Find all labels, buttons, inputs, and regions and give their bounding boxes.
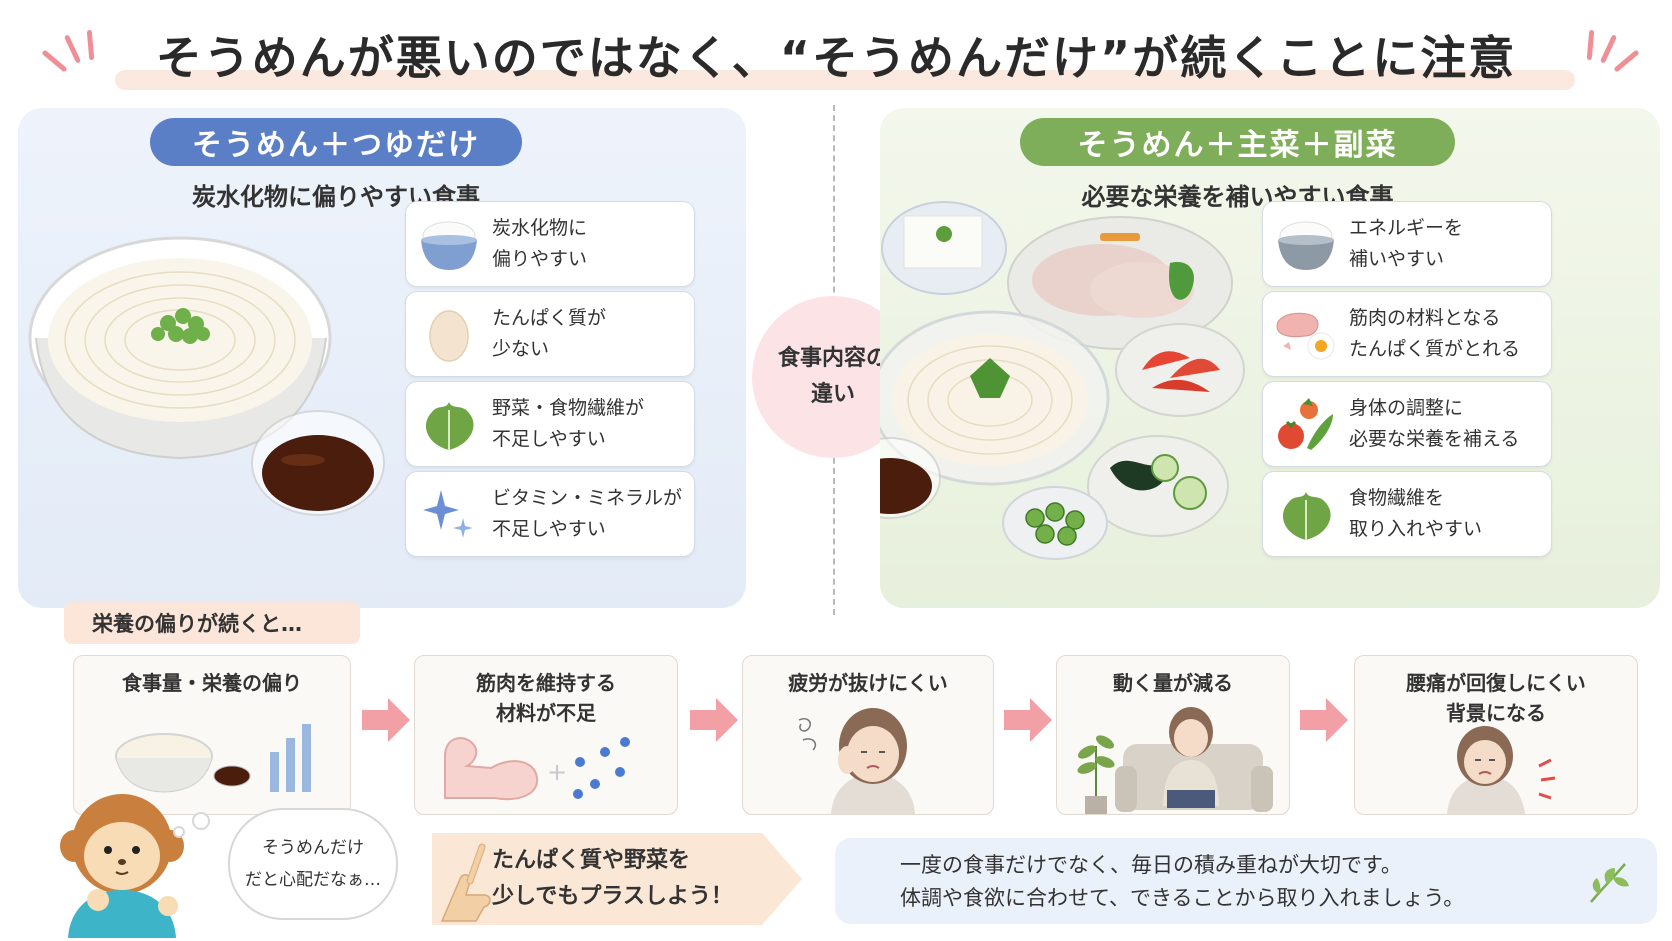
card-line: 不足しやすい (492, 428, 606, 450)
muscle-icon: + (444, 737, 630, 801)
note-line: 体調や食欲に合わせて、できることから取り入れましょう。 (900, 886, 1465, 910)
left-card-vitamins: ビタミン・ミネラルが不足しやすい (405, 471, 695, 557)
thought-bubble: そうめんだけ だと心配だなぁ… (228, 808, 398, 920)
back-pain-woman-icon (1447, 726, 1556, 814)
sparkle-icon (406, 471, 492, 557)
right-card-energy: エネルギーを補いやすい (1262, 201, 1552, 287)
card-line: 必要な栄養を補える (1349, 428, 1520, 450)
leafy-vegetable-icon (1263, 471, 1349, 557)
egg-icon (406, 291, 492, 377)
left-card-protein: たんぱく質が少ない (405, 291, 695, 377)
advice-banner: たんぱく質や野菜を 少しでもプラスしよう！ (432, 833, 802, 925)
flow-step-imbalance: 食事量・栄養の偏り (73, 655, 351, 815)
left-card-carbs: 炭水化物に偏りやすい (405, 201, 695, 287)
thought-dot (173, 826, 185, 838)
card-line: 偏りやすい (492, 248, 588, 270)
thought-dot (192, 812, 210, 830)
step-line: 疲労が抜けにくい (788, 671, 948, 695)
flow-step-muscle: 筋肉を維持する材料が不足 + (414, 655, 678, 815)
center-line: 違い (810, 382, 855, 407)
flow-step-less-activity: 動く量が減る (1056, 655, 1290, 815)
step-line: 腰痛が回復しにくい (1406, 671, 1586, 695)
vegetables-icon (1263, 381, 1349, 467)
card-line: 野菜・食物繊維が (492, 397, 645, 419)
tired-woman-icon (798, 708, 915, 814)
leafy-vegetable-icon (406, 381, 492, 467)
step-line: 材料が不足 (496, 701, 596, 725)
flow-arrow-icon (362, 698, 410, 742)
flow-step-back-pain: 腰痛が回復しにくい背景になる (1354, 655, 1638, 815)
card-line: 食物繊維を (1349, 487, 1445, 509)
card-line: 少ない (492, 338, 550, 360)
card-line: エネルギーを (1349, 217, 1464, 239)
advice-line: たんぱく質や野菜を (492, 848, 691, 873)
advice-banner-shape (432, 833, 802, 925)
balanced-meal-illustration (880, 201, 1245, 560)
right-card-protein: 筋肉の材料となるたんぱく質がとれる (1262, 291, 1552, 377)
left-card-vegetables: 野菜・食物繊維が不足しやすい (405, 381, 695, 467)
card-line: 不足しやすい (492, 518, 606, 540)
flow-step-fatigue: 疲労が抜けにくい (742, 655, 994, 815)
summary-note: 一度の食事だけでなく、毎日の積み重ねが大切です。 体調や食欲に合わせて、できるこ… (835, 838, 1657, 924)
step-line: 背景になる (1446, 701, 1546, 725)
bubble-line: だと心配だなぁ… (245, 870, 381, 890)
center-line: 食事内容の (777, 346, 888, 371)
bubble-line: そうめんだけ (262, 838, 364, 858)
card-line: 身体の調整に (1349, 397, 1464, 419)
page-title: そうめんが悪いのではなく、“そうめんだけ”が続くことに注意 (155, 31, 1517, 85)
flow-label: 栄養の偏りが続くと… (64, 602, 360, 644)
flow-arrow-icon (1004, 698, 1052, 742)
rice-bowl-icon (406, 201, 492, 287)
right-card-nutrients: 身体の調整に必要な栄養を補える (1262, 381, 1552, 467)
pointing-finger-icon (440, 843, 491, 922)
step-line: 動く量が減る (1113, 671, 1233, 695)
flow-arrow-icon (690, 698, 738, 742)
left-meal-pill: そうめん＋つゆだけ (150, 118, 522, 166)
right-meal-pill: そうめん＋主菜＋副菜 (1020, 118, 1455, 166)
step-line: 筋肉を維持する (476, 671, 616, 695)
card-line: たんぱく質が (492, 307, 607, 329)
advice-line: 少しでもプラスしよう！ (492, 884, 733, 909)
meat-egg-icon (1263, 291, 1349, 377)
right-card-fiber: 食物繊維を取り入れやすい (1262, 471, 1552, 557)
rice-bowl-icon (1263, 201, 1349, 287)
sitting-woman-icon (1077, 707, 1273, 814)
sprout-icon (1590, 863, 1629, 903)
title-highlight-band (115, 70, 1575, 90)
plain-somen-illustration (28, 236, 385, 516)
card-line: 補いやすい (1349, 248, 1445, 270)
noodle-bowl-bar-icon (115, 724, 311, 793)
card-line: 炭水化物に (492, 217, 588, 239)
card-line: ビタミン・ミネラルが (492, 487, 683, 509)
monkey-mascot (60, 794, 184, 938)
card-line: 筋肉の材料となる (1349, 307, 1501, 329)
card-line: 取り入れやすい (1349, 518, 1483, 540)
note-line: 一度の食事だけでなく、毎日の積み重ねが大切です。 (900, 853, 1402, 877)
card-line: たんぱく質がとれる (1349, 338, 1521, 360)
svg-text:+: + (547, 758, 567, 786)
flow-arrow-icon (1300, 698, 1348, 742)
step-line: 食事量・栄養の偏り (122, 671, 302, 695)
